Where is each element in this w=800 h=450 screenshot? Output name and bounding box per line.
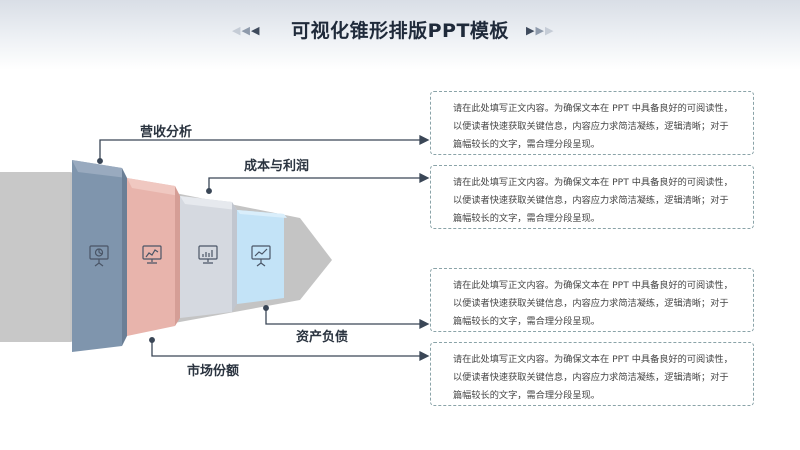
text-box-4: 请在此处填写正文内容。为确保文本在 PPT 中具备良好的可阅读性， 以便读者快速… — [430, 342, 754, 406]
text-box-1: 请在此处填写正文内容。为确保文本在 PPT 中具备良好的可阅读性， 以便读者快速… — [430, 91, 754, 155]
title-right-arrows-icon: ▶▶▶ — [526, 24, 553, 37]
connector-revenue — [99, 139, 420, 160]
header-band — [0, 0, 800, 70]
cone-segment-4 — [237, 210, 287, 304]
text-line: 篇幅较长的文字，需合理分段呈现。 — [453, 139, 600, 150]
text-box-3: 请在此处填写正文内容。为确保文本在 PPT 中具备良好的可阅读性， 以便读者快速… — [430, 268, 754, 332]
presentation-trend-icon — [251, 245, 271, 267]
text-line: 请在此处填写正文内容。为确保文本在 PPT 中具备良好的可阅读性， — [453, 177, 733, 188]
text-line: 以便读者快速获取关键信息，内容应力求简洁凝练，逻辑清晰；对于 — [453, 372, 729, 383]
label-revenue: 营收分析 — [140, 125, 193, 140]
title-left-arrows-icon: ◀◀◀ — [232, 24, 259, 37]
label-market: 市场份额 — [187, 364, 240, 379]
text-line: 请在此处填写正文内容。为确保文本在 PPT 中具备良好的可阅读性， — [453, 280, 733, 291]
label-assets: 资产负债 — [296, 330, 349, 345]
text-line: 请在此处填写正文内容。为确保文本在 PPT 中具备良好的可阅读性， — [453, 103, 733, 114]
text-line: 篇幅较长的文字，需合理分段呈现。 — [453, 390, 600, 401]
text-line: 以便读者快速获取关键信息，内容应力求简洁凝练，逻辑清晰；对于 — [453, 121, 729, 132]
text-box-2: 请在此处填写正文内容。为确保文本在 PPT 中具备良好的可阅读性， 以便读者快速… — [430, 165, 754, 229]
presentation-bar-chart-icon — [142, 245, 162, 264]
cone-arrow-head — [280, 218, 332, 300]
text-line: 以便读者快速获取关键信息，内容应力求简洁凝练，逻辑清晰；对于 — [453, 298, 729, 309]
page-title: 可视化锥形排版PPT模板 — [291, 20, 509, 42]
cone-arrow-shape — [0, 172, 70, 342]
connector-cost — [208, 177, 420, 190]
presentation-line-chart-icon — [198, 245, 218, 264]
text-line: 以便读者快速获取关键信息，内容应力求简洁凝练，逻辑清晰；对于 — [453, 195, 729, 206]
text-line: 篇幅较长的文字，需合理分段呈现。 — [453, 316, 600, 327]
label-cost: 成本与利润 — [244, 159, 310, 174]
connector-assets — [265, 308, 420, 325]
presentation-pie-icon — [89, 245, 109, 267]
text-line: 请在此处填写正文内容。为确保文本在 PPT 中具备良好的可阅读性， — [453, 354, 733, 365]
cone-segment-2 — [127, 178, 180, 336]
connector-market — [151, 340, 420, 357]
text-line: 篇幅较长的文字，需合理分段呈现。 — [453, 213, 600, 224]
